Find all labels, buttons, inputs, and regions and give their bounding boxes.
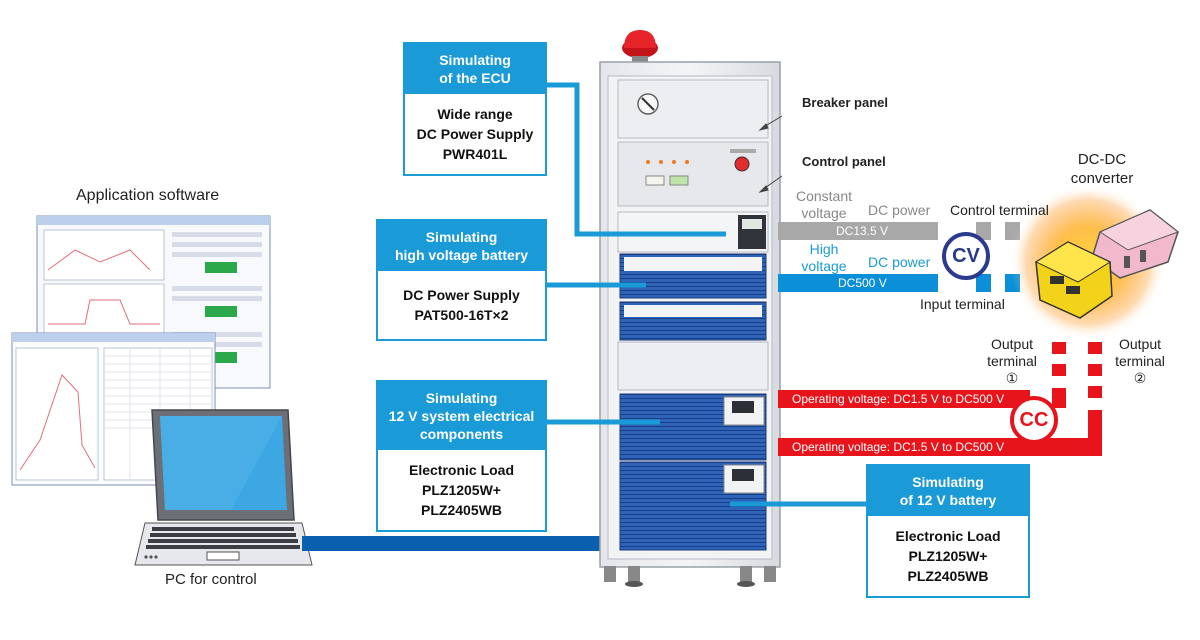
operating-voltage-2-label: Operating voltage: DC1.5 V to DC500 V <box>792 440 1005 454</box>
battery-12v-body-line2: PLZ1205W+ <box>908 548 988 564</box>
output-terminal-2-line2: terminal <box>1115 353 1165 369</box>
dc13-5-label: DC13.5 V <box>836 224 889 238</box>
ecu-callout: Simulating of the ECU Wide range DC Powe… <box>403 42 547 176</box>
output-terminal-1-line2: terminal <box>987 353 1037 369</box>
cc-badge <box>1010 396 1058 444</box>
electrical-components-title-line1: Simulating <box>425 390 498 406</box>
cv-badge <box>942 232 990 280</box>
software-window-front <box>11 332 216 486</box>
operating-voltage-strips <box>778 388 1102 456</box>
output-terminal-1-line3: ① <box>1005 370 1019 386</box>
pc-cable <box>302 536 600 551</box>
dc-power-blue-label: DC power <box>868 254 931 270</box>
dcdc-converter-line1: DC-DC <box>1077 151 1127 168</box>
electrical-components-body-line3: PLZ2405WB <box>421 502 502 518</box>
dc13-strip <box>778 222 938 240</box>
electrical-components-body-line2: PLZ1205W+ <box>422 482 501 498</box>
high-voltage-line2: voltage <box>801 258 847 274</box>
cc-badge-label: CC <box>1019 409 1049 431</box>
output-terminal-dashes <box>1052 342 1102 398</box>
battery-12v-callout: Simulating of 12 V battery Electronic Lo… <box>866 464 1030 598</box>
high-voltage-label: High voltage <box>792 241 856 275</box>
output-terminal-1-line1: Output <box>990 336 1034 352</box>
dcdc-converter-icon <box>1010 184 1180 340</box>
breaker-panel-label: Breaker panel <box>802 95 888 110</box>
constant-voltage-label: Constant voltage <box>788 188 860 222</box>
hv-battery-callout-body: DC Power Supply PAT500-16T×2 <box>378 271 545 339</box>
dc-power-gray-label: DC power <box>868 202 931 218</box>
hv-battery-title-line1: Simulating <box>425 229 498 245</box>
ecu-body-line3: PWR401L <box>442 146 508 162</box>
electrical-components-callout-title: Simulating 12 V system electrical compon… <box>378 382 545 450</box>
hv-battery-body-line1: DC Power Supply <box>403 287 520 303</box>
laptop-icon <box>134 409 313 566</box>
hv-battery-callout: Simulating high voltage battery DC Power… <box>376 219 547 341</box>
high-voltage-line1: High <box>809 241 839 257</box>
constant-voltage-line1: Constant <box>795 188 853 204</box>
hv-battery-callout-title: Simulating high voltage battery <box>378 221 545 271</box>
battery-12v-callout-title: Simulating of 12 V battery <box>868 466 1028 516</box>
control-terminal-label: Control terminal <box>950 202 1049 218</box>
operating-voltage-1-label: Operating voltage: DC1.5 V to DC500 V <box>792 392 1005 406</box>
dc500-label: DC500 V <box>838 276 887 290</box>
electrical-components-title-line2: 12 V system electrical <box>388 408 535 424</box>
ecu-callout-title: Simulating of the ECU <box>405 44 545 94</box>
callout-leaders <box>545 82 870 507</box>
electrical-components-title-line3: components <box>419 426 504 442</box>
ecu-callout-body: Wide range DC Power Supply PWR401L <box>405 94 545 174</box>
electrical-components-body-line1: Electronic Load <box>408 462 515 478</box>
output-terminal-2-label: Output terminal ② <box>1108 336 1172 387</box>
electrical-components-callout-body: Electronic Load PLZ1205W+ PLZ2405WB <box>378 450 545 530</box>
panel-pointers <box>758 115 783 193</box>
battery-12v-title-line2: of 12 V battery <box>899 492 997 508</box>
ecu-title-line1: Simulating <box>439 52 511 68</box>
hv-battery-title-line2: high voltage battery <box>394 247 529 263</box>
battery-12v-body-line1: Electronic Load <box>895 528 1001 544</box>
battery-12v-body-line3: PLZ2405WB <box>907 568 989 584</box>
input-terminal-label: Input terminal <box>920 296 1005 312</box>
pc-for-control-label: PC for control <box>165 571 257 588</box>
control-panel-label: Control panel <box>802 154 886 169</box>
battery-12v-title-line1: Simulating <box>912 474 984 490</box>
battery-12v-callout-body: Electronic Load PLZ1205W+ PLZ2405WB <box>868 516 1028 596</box>
output-terminal-2-line1: Output <box>1118 336 1162 352</box>
hv-battery-body-line2: PAT500-16T×2 <box>414 307 509 323</box>
ecu-body-line2: DC Power Supply <box>416 126 534 142</box>
dc500-strip <box>778 274 938 292</box>
electrical-components-callout: Simulating 12 V system electrical compon… <box>376 380 547 532</box>
cv-badge-label: CV <box>952 245 980 267</box>
output-terminal-1-label: Output terminal ① <box>980 336 1044 387</box>
application-software-label: Application software <box>76 187 220 204</box>
ecu-body-line1: Wide range <box>437 106 513 122</box>
ecu-title-line2: of the ECU <box>439 70 511 86</box>
constant-voltage-line2: voltage <box>801 205 847 221</box>
dcdc-converter-line2: converter <box>1070 170 1134 187</box>
dc13-dashes <box>976 222 1020 240</box>
dcdc-converter-label: DC-DC converter <box>1052 150 1152 188</box>
output-terminal-2-line3: ② <box>1133 370 1147 386</box>
